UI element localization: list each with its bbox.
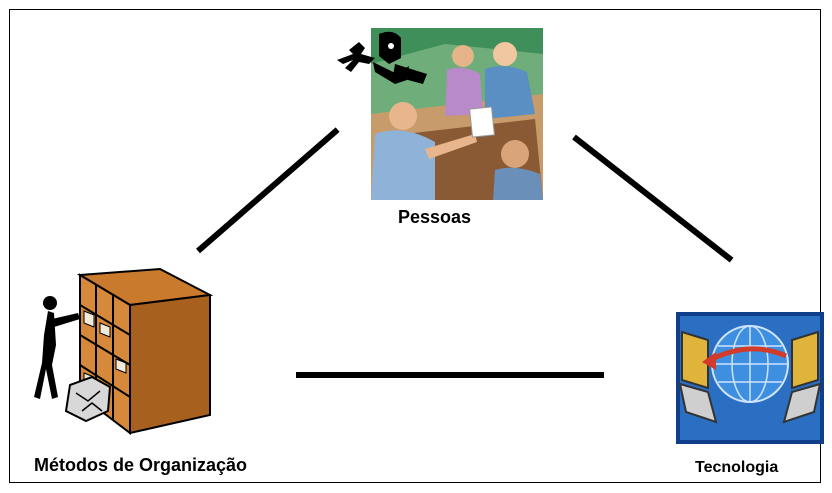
label-pessoas: Pessoas [398,207,472,227]
label-tecnologia: Tecnologia [695,459,779,476]
node-tecnologia [676,312,824,444]
filing-cabinet-image [34,267,214,435]
node-pessoas [335,24,547,204]
networked-computers-image [676,312,824,444]
label-metodos: Métodos de Organização [34,455,248,475]
node-metodos [30,265,240,435]
people-meeting-image [337,28,543,200]
edge-metodos-tecnologia [296,372,604,378]
